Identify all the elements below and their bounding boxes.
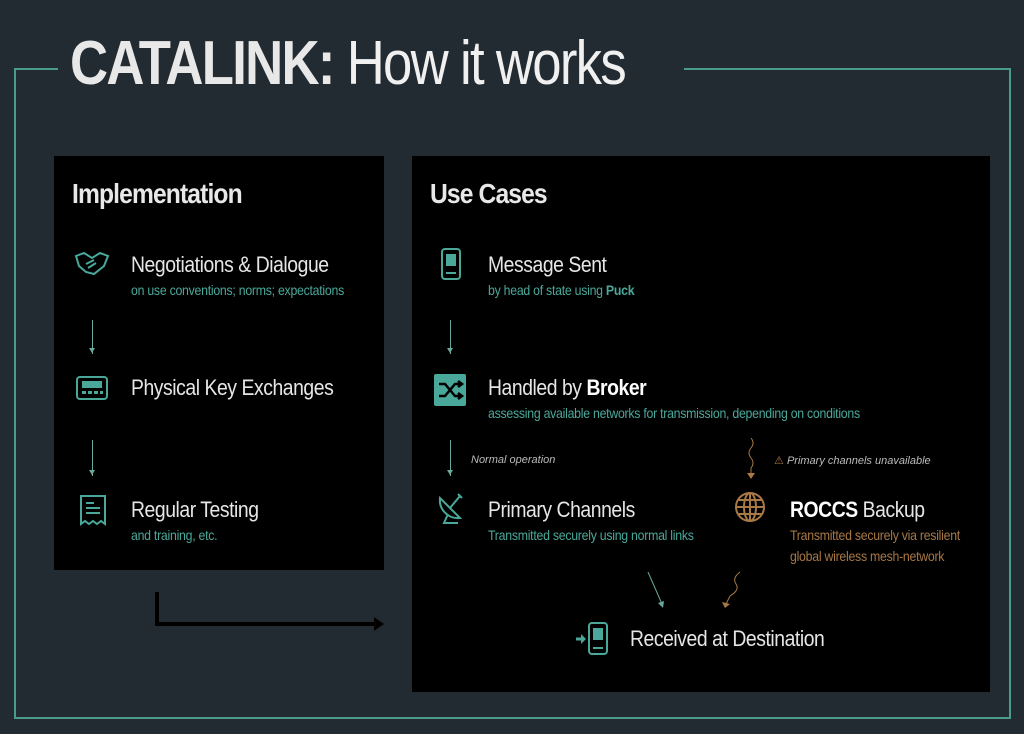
step-title: Regular Testing [131, 497, 259, 522]
step-testing: Regular Testing and training, etc. [131, 497, 276, 546]
arrow-down [447, 320, 453, 354]
roccs-label: ROCCS [790, 497, 858, 522]
handshake-icon [74, 251, 110, 276]
shuffle-icon [434, 374, 466, 406]
broker-title: Handled by [488, 375, 587, 400]
flow-connector-arrow [155, 592, 384, 631]
outer-frame [14, 68, 1011, 719]
step-subtitle: and training, etc. [131, 527, 218, 543]
arrow-down [447, 440, 453, 476]
warning-note: ⚠ Primary channels unavailable [774, 454, 931, 467]
wavy-arrow-down [747, 438, 755, 479]
implementation-panel: Implementation Negotiations & Dialogue on… [54, 156, 384, 570]
implementation-heading: Implementation [72, 178, 243, 209]
puck-label: Puck [605, 282, 635, 298]
title-brand: CATALINK: [70, 29, 335, 98]
message-sent-subtitle: by head of state using [488, 282, 606, 298]
warning-icon: ⚠ [774, 455, 784, 467]
globe-icon [735, 492, 765, 522]
normal-operation-label: Normal operation [471, 454, 556, 466]
backup-subtitle-2: global wireless mesh-network [790, 548, 945, 564]
use-cases-heading: Use Cases [430, 178, 548, 209]
primary-title: Primary Channels [488, 497, 635, 522]
message-sent-title: Message Sent [488, 252, 607, 277]
frame-top-left [14, 68, 58, 70]
backup-subtitle-1: Transmitted securely via resilient [790, 527, 960, 543]
use-cases-panel: Use Cases Message Sent by head of state u… [412, 156, 990, 692]
message-sent: Message Sent by head of state using Puck [488, 252, 654, 301]
keypad-device-icon [76, 376, 108, 400]
arrow-down [89, 320, 95, 354]
arrow-down [89, 440, 95, 476]
step-title: Physical Key Exchanges [131, 375, 334, 400]
primary-subtitle: Transmitted securely using normal links [488, 527, 694, 543]
satellite-dish-icon [438, 493, 463, 524]
phone-receive-icon [576, 622, 608, 655]
broker: Handled by Broker assessing available net… [488, 375, 911, 424]
phone-icon [441, 248, 461, 280]
receipt-icon [80, 495, 106, 526]
step-subtitle: on use conventions; norms; expectations [131, 282, 344, 298]
broker-subtitle: assessing available networks for transmi… [488, 405, 860, 421]
step-key-exchanges: Physical Key Exchanges [131, 375, 361, 401]
page-title: CATALINK: How it works [70, 28, 627, 99]
step-title: Negotiations & Dialogue [131, 252, 329, 277]
received-title: Received at Destination [630, 626, 825, 651]
converging-arrows [647, 571, 741, 608]
warning-label: Primary channels unavailable [786, 455, 931, 467]
backup-label: Backup [857, 497, 925, 522]
step-negotiations: Negotiations & Dialogue on use convention… [131, 252, 373, 301]
title-rest: How it works [346, 29, 627, 98]
received-destination: Received at Destination [630, 626, 851, 652]
broker-bold: Broker [586, 375, 647, 400]
frame-top-right [684, 68, 1011, 70]
